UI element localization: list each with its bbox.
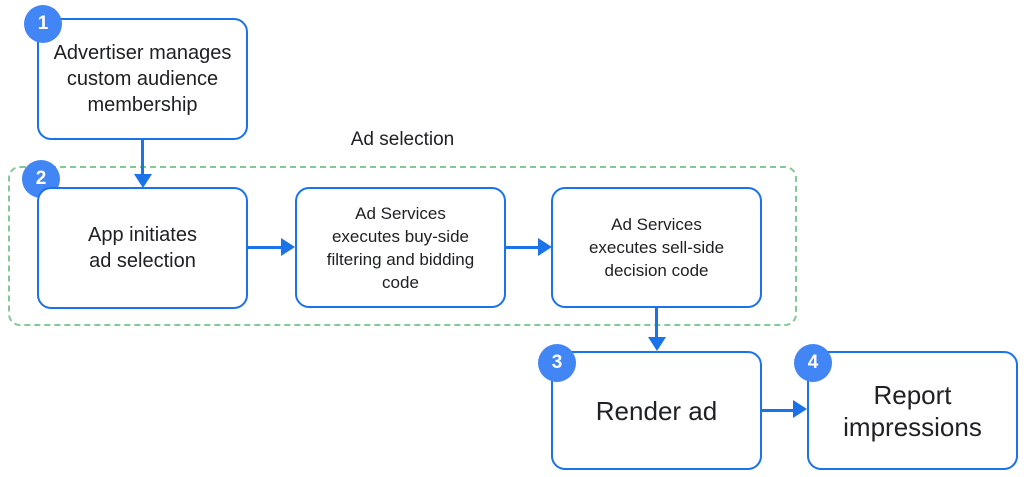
step-box-buy-side: Ad Services executes buy-side filtering … [295,187,506,308]
step-badge-1: 1 [24,5,62,43]
arrow-render-to-report-head [793,400,807,418]
step-badge-3: 3 [538,344,576,382]
step-box-sell-side-label: Ad Services executes sell-side decision … [588,215,725,280]
step-box-advertiser-label: Advertiser manages custom audience membe… [53,42,232,116]
arrow-sell-side-to-render [655,308,658,338]
step-box-report-impressions: 4 Report impressions [794,344,1018,470]
step-box-app-initiates-label: App initiates ad selection [88,224,197,272]
step-box-buy-side-label: Ad Services executes buy-side filtering … [326,203,475,292]
arrow-advertiser-to-app [141,140,144,175]
ad-selection-group-label: Ad selection [350,129,455,150]
arrow-app-to-buy-side-head [281,238,295,256]
step-box-advertiser-manages: 1 Advertiser manages custom audience mem… [24,5,248,140]
step-box-render-ad-label: Render ad [595,395,718,426]
step-box-report-impressions-label: Report impressions [843,379,982,442]
step-box-app-initiates: App initiates ad selection [37,187,248,309]
arrow-advertiser-to-app-head [134,174,152,188]
arrow-buy-side-to-sell-side-head [538,238,552,256]
step-box-render-ad: 3 Render ad [538,344,762,470]
step-badge-4: 4 [794,344,832,382]
arrow-app-to-buy-side [248,246,282,249]
arrow-buy-side-to-sell-side [506,246,539,249]
arrow-sell-side-to-render-head [648,337,666,351]
step-box-sell-side: Ad Services executes sell-side decision … [551,187,762,308]
arrow-render-to-report [762,409,794,412]
